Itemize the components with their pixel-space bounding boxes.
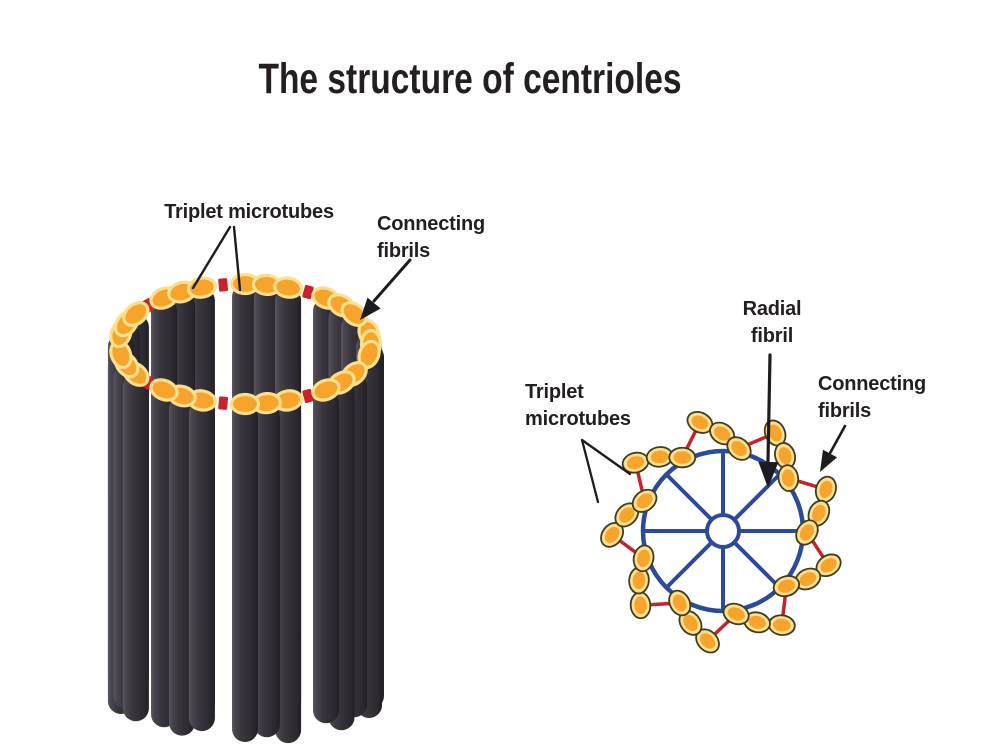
triplet-label-pointer-line [191, 225, 232, 290]
triplet-microtube-top [229, 392, 261, 416]
cartwheel-spoke [665, 473, 716, 524]
connecting-fibrils-arrowhead [820, 449, 838, 472]
triplet-microtube-core [636, 493, 653, 509]
connecting-fibril [302, 388, 314, 404]
triplet-microtube-group [621, 446, 697, 474]
triplet-microtube-top [273, 276, 304, 299]
microtubule-tube [169, 395, 195, 736]
left-centriole-3d-view [107, 225, 412, 744]
triplet-microtube-core [748, 615, 766, 629]
microtubule-tube [232, 404, 258, 742]
connecting-fibrils-arrow-line [827, 424, 847, 457]
label-left-triplet-microtubes: Triplet microtubes [164, 201, 334, 223]
triplet-microtube-core [777, 579, 795, 593]
diagram-title: The structure of centrioles [258, 55, 682, 103]
triplet-microtube-core [691, 415, 709, 430]
triplet-microtube-core [727, 607, 745, 621]
triplet-microtube-core [672, 594, 687, 612]
triplet-label-pointer-line [580, 438, 600, 504]
triplet-microtube-group [686, 411, 752, 461]
triplet-microtube-group [772, 553, 842, 598]
triplet-microtube-core [812, 504, 826, 522]
triplet-microtube-group [628, 544, 655, 620]
connecting-fibril [218, 278, 229, 292]
triplet-microtube-core [799, 572, 817, 586]
right-label-pointers [580, 353, 847, 504]
triplet-microtube-core [604, 526, 620, 543]
microtubule-tube [275, 400, 302, 744]
triplet-microtube-core [637, 549, 650, 568]
label-right-radial-fibril: Radial fibril [742, 298, 802, 347]
triplet-microtube-core [699, 633, 716, 649]
triplet-microtube-core [781, 469, 795, 487]
connecting-fibrils-arrow-line [372, 258, 412, 303]
triplet-microtube-core [632, 571, 646, 590]
microtubule-tube [122, 374, 149, 722]
cartwheel-hub [705, 513, 741, 549]
label-right-connecting-fibrils: Connecting fibrils [818, 373, 926, 422]
triplet-microtube-top [122, 301, 150, 327]
connecting-fibril [141, 375, 156, 390]
connecting-fibrils-arrowhead [360, 297, 381, 320]
cartwheel-spoke [730, 538, 781, 589]
triplet-microtube-core [768, 424, 782, 442]
triplet-label-pointer-line [580, 438, 632, 476]
right-centriole-cross-section [580, 353, 847, 654]
label-left-connecting-fibrils: Connecting fibrils [377, 213, 485, 262]
connecting-fibril [218, 396, 229, 410]
triplet-microtube-group [722, 602, 796, 636]
triplet-microtube-core [820, 558, 837, 573]
cartwheel-spoke [665, 538, 716, 589]
triplet-microtube-group [795, 475, 837, 546]
connecting-fibril [302, 284, 314, 300]
triplet-label-pointer-line [232, 225, 242, 292]
triplet-microtube-core [619, 507, 635, 523]
triplet-microtube-core [778, 447, 792, 465]
triplet-microtube-core [731, 441, 747, 457]
triplet-microtube-core [773, 618, 791, 632]
triplet-microtube-tops [109, 272, 383, 416]
microtubule-tube [253, 403, 280, 738]
triplet-microtube-core [634, 596, 647, 615]
triplet-microtube-core [819, 480, 833, 499]
triplet-microtube-group [668, 589, 720, 654]
connecting-fibril [141, 298, 156, 313]
microtubule-tube [188, 400, 215, 732]
triplet-microtube-core [683, 614, 698, 631]
label-right-triplet-microtubes: Triplet microtubes [525, 381, 631, 430]
triplet-microtube-top [149, 378, 179, 402]
left-label-pointers [191, 225, 412, 320]
triplet-microtube-groups [600, 411, 842, 654]
microtubule-tubes [107, 284, 384, 744]
microtubule-tube [312, 389, 339, 724]
triplet-microtube-group [600, 488, 658, 548]
triplet-microtube-top [311, 378, 341, 402]
radial-fibril-arrow-line [766, 353, 772, 463]
triplet-microtube-core [714, 426, 731, 441]
triplet-microtube-core [626, 456, 645, 470]
cartwheel-spoke [730, 473, 781, 524]
triplet-microtube-core [650, 450, 669, 464]
radial-fibril-arrowhead [758, 461, 779, 488]
triplet-microtube-core [799, 524, 815, 541]
triplet-microtube-core [673, 451, 692, 464]
